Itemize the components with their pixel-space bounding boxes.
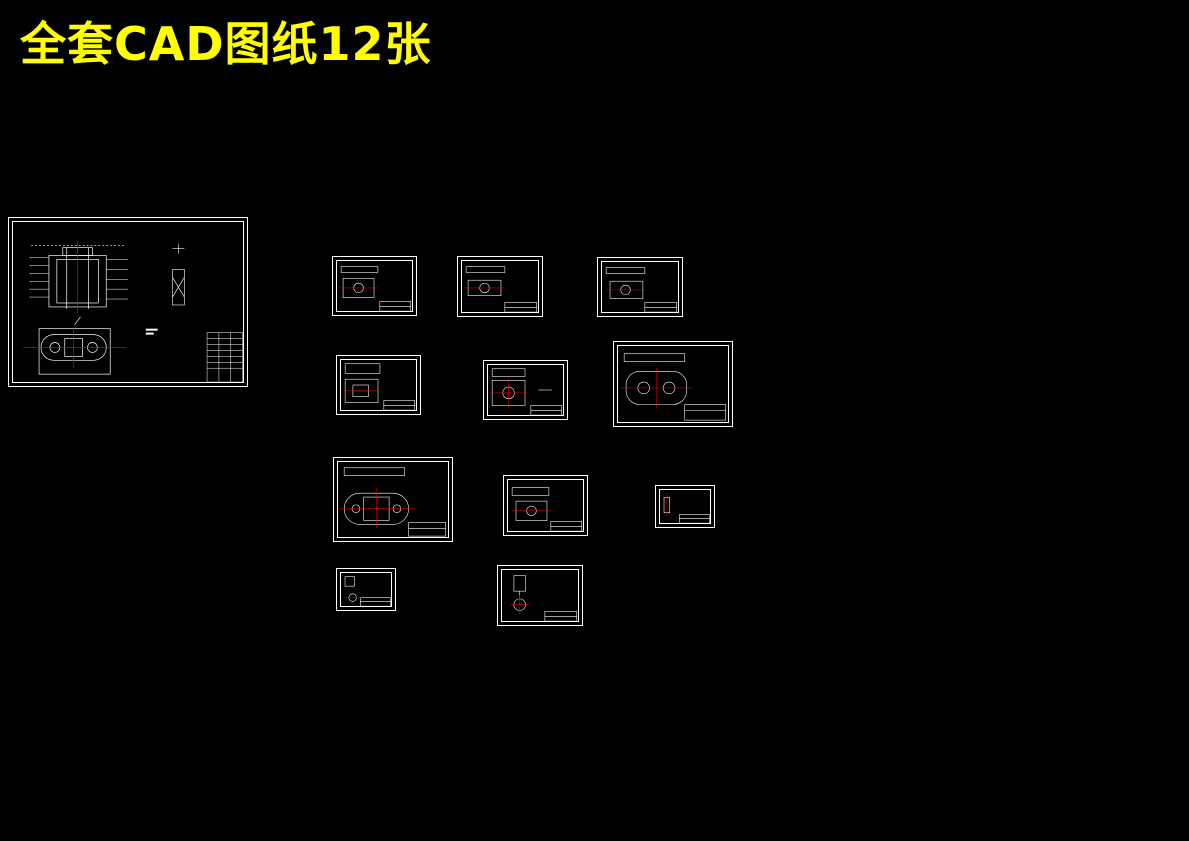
sheet-border — [601, 261, 679, 313]
part-drawing — [605, 267, 678, 313]
sheet-border — [487, 364, 564, 416]
sheet-border — [12, 221, 244, 383]
part-drawing — [510, 575, 578, 622]
cad-sheet-part-8[interactable] — [503, 475, 588, 536]
cad-sheet-part-5[interactable] — [483, 360, 568, 420]
part-drawing — [343, 363, 416, 411]
sheet-border — [659, 489, 711, 524]
cad-sheet-part-10[interactable] — [336, 568, 396, 611]
part-drawing — [663, 493, 711, 524]
cad-sheet-part-2[interactable] — [457, 256, 543, 317]
part-drawing — [339, 266, 412, 312]
part-drawing — [464, 266, 538, 313]
sheet-border — [501, 569, 579, 622]
cad-sheet-part-6[interactable] — [613, 341, 733, 427]
sheet-border — [336, 260, 413, 312]
cad-sheet-part-3[interactable] — [597, 257, 683, 317]
sheet-border — [340, 359, 417, 411]
cad-sheet-part-4[interactable] — [336, 355, 421, 415]
cad-sheet-part-7[interactable] — [333, 457, 453, 542]
cad-sheet-part-9[interactable] — [655, 485, 715, 528]
assembly-drawing — [23, 241, 243, 383]
sheet-border — [617, 345, 729, 423]
sheet-border — [337, 461, 449, 538]
sheet-border — [340, 572, 392, 607]
part-drawing — [490, 368, 563, 416]
page-title: 全套CAD图纸12张 — [20, 17, 432, 71]
part-drawing — [511, 487, 583, 532]
cad-sheet-assembly[interactable] — [8, 217, 248, 387]
cad-sheet-part-1[interactable] — [332, 256, 417, 316]
part-drawing — [620, 353, 727, 421]
sheet-border — [507, 479, 584, 532]
part-drawing — [343, 576, 392, 607]
sheet-border — [461, 260, 539, 313]
cad-sheet-part-11[interactable] — [497, 565, 583, 626]
part-drawing — [338, 467, 447, 537]
